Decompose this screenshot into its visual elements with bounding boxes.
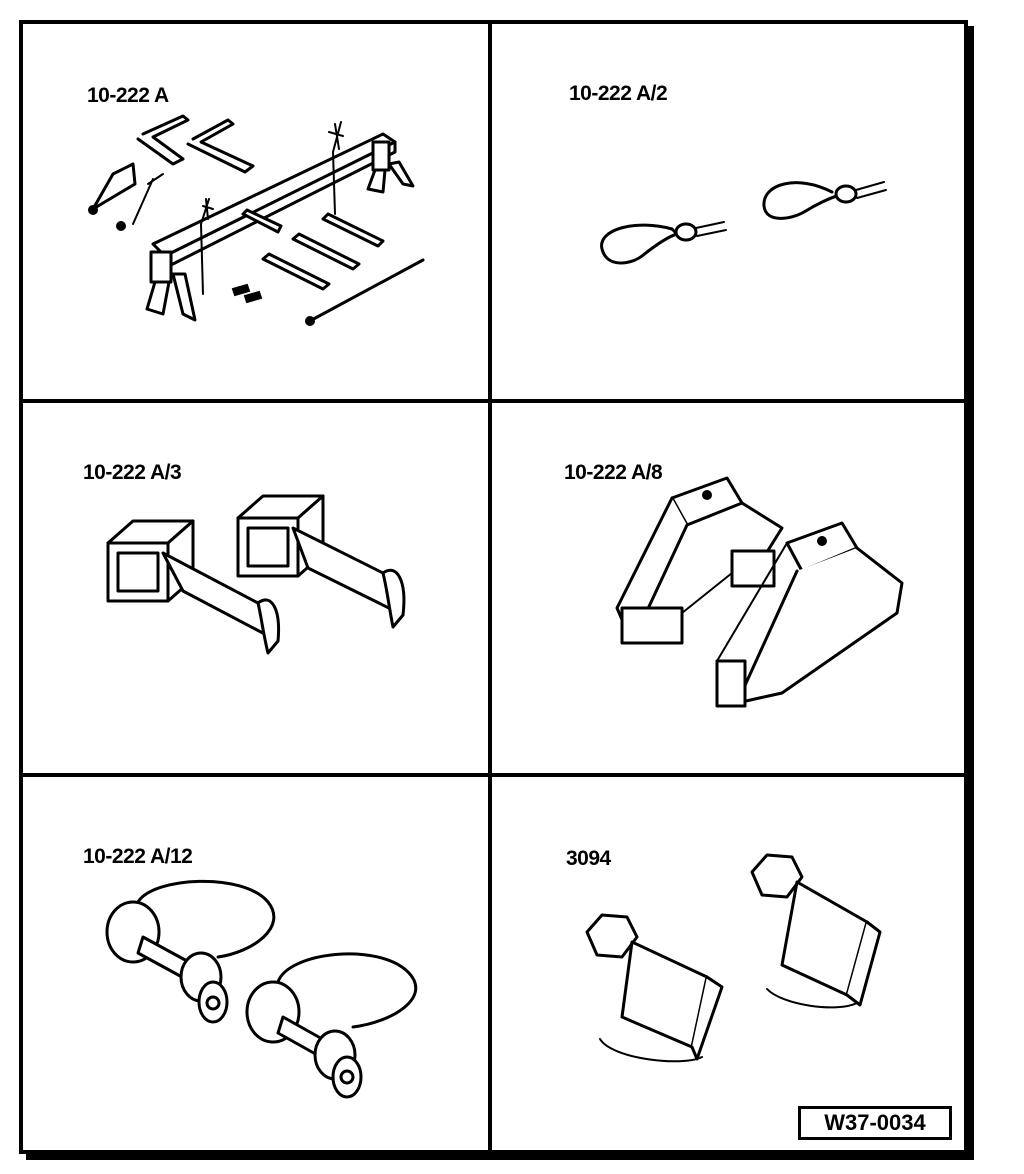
panel-3094: 3094 [492, 777, 968, 1154]
sheet-shadow-right [968, 26, 974, 1160]
panel-10-222-a-12: 10-222 A/12 [23, 777, 488, 1154]
panel-label: 10-222 A/12 [83, 845, 193, 868]
panel-10-222-a-2: 10-222 A/2 [492, 24, 968, 399]
square-tube-adapter-icon [106, 494, 406, 655]
hook-clamp-icon [585, 853, 882, 1063]
panel-label: 3094 [566, 847, 611, 870]
grid-divider-vertical [488, 20, 492, 1154]
grid-divider-row-1 [19, 399, 968, 403]
panel-label: 10-222 A/3 [83, 461, 182, 484]
panel-label: 10-222 A [87, 84, 169, 107]
lifting-bar-assembly-icon [88, 114, 425, 326]
support-bracket-icon [615, 476, 904, 708]
drawing-reference-code: W37-0034 [798, 1106, 952, 1140]
panel-10-222-a: 10-222 A [23, 24, 488, 399]
sheet-shadow-bottom [26, 1154, 974, 1160]
shackle-icon [105, 879, 418, 1099]
panel-10-222-a-3: 10-222 A/3 [23, 403, 488, 773]
panel-10-222-a-8: 10-222 A/8 [492, 403, 968, 773]
snap-hook-icon [600, 181, 887, 265]
panel-label: 10-222 A/2 [569, 82, 668, 105]
panel-label: 10-222 A/8 [564, 461, 663, 484]
grid-divider-row-2 [19, 773, 968, 777]
